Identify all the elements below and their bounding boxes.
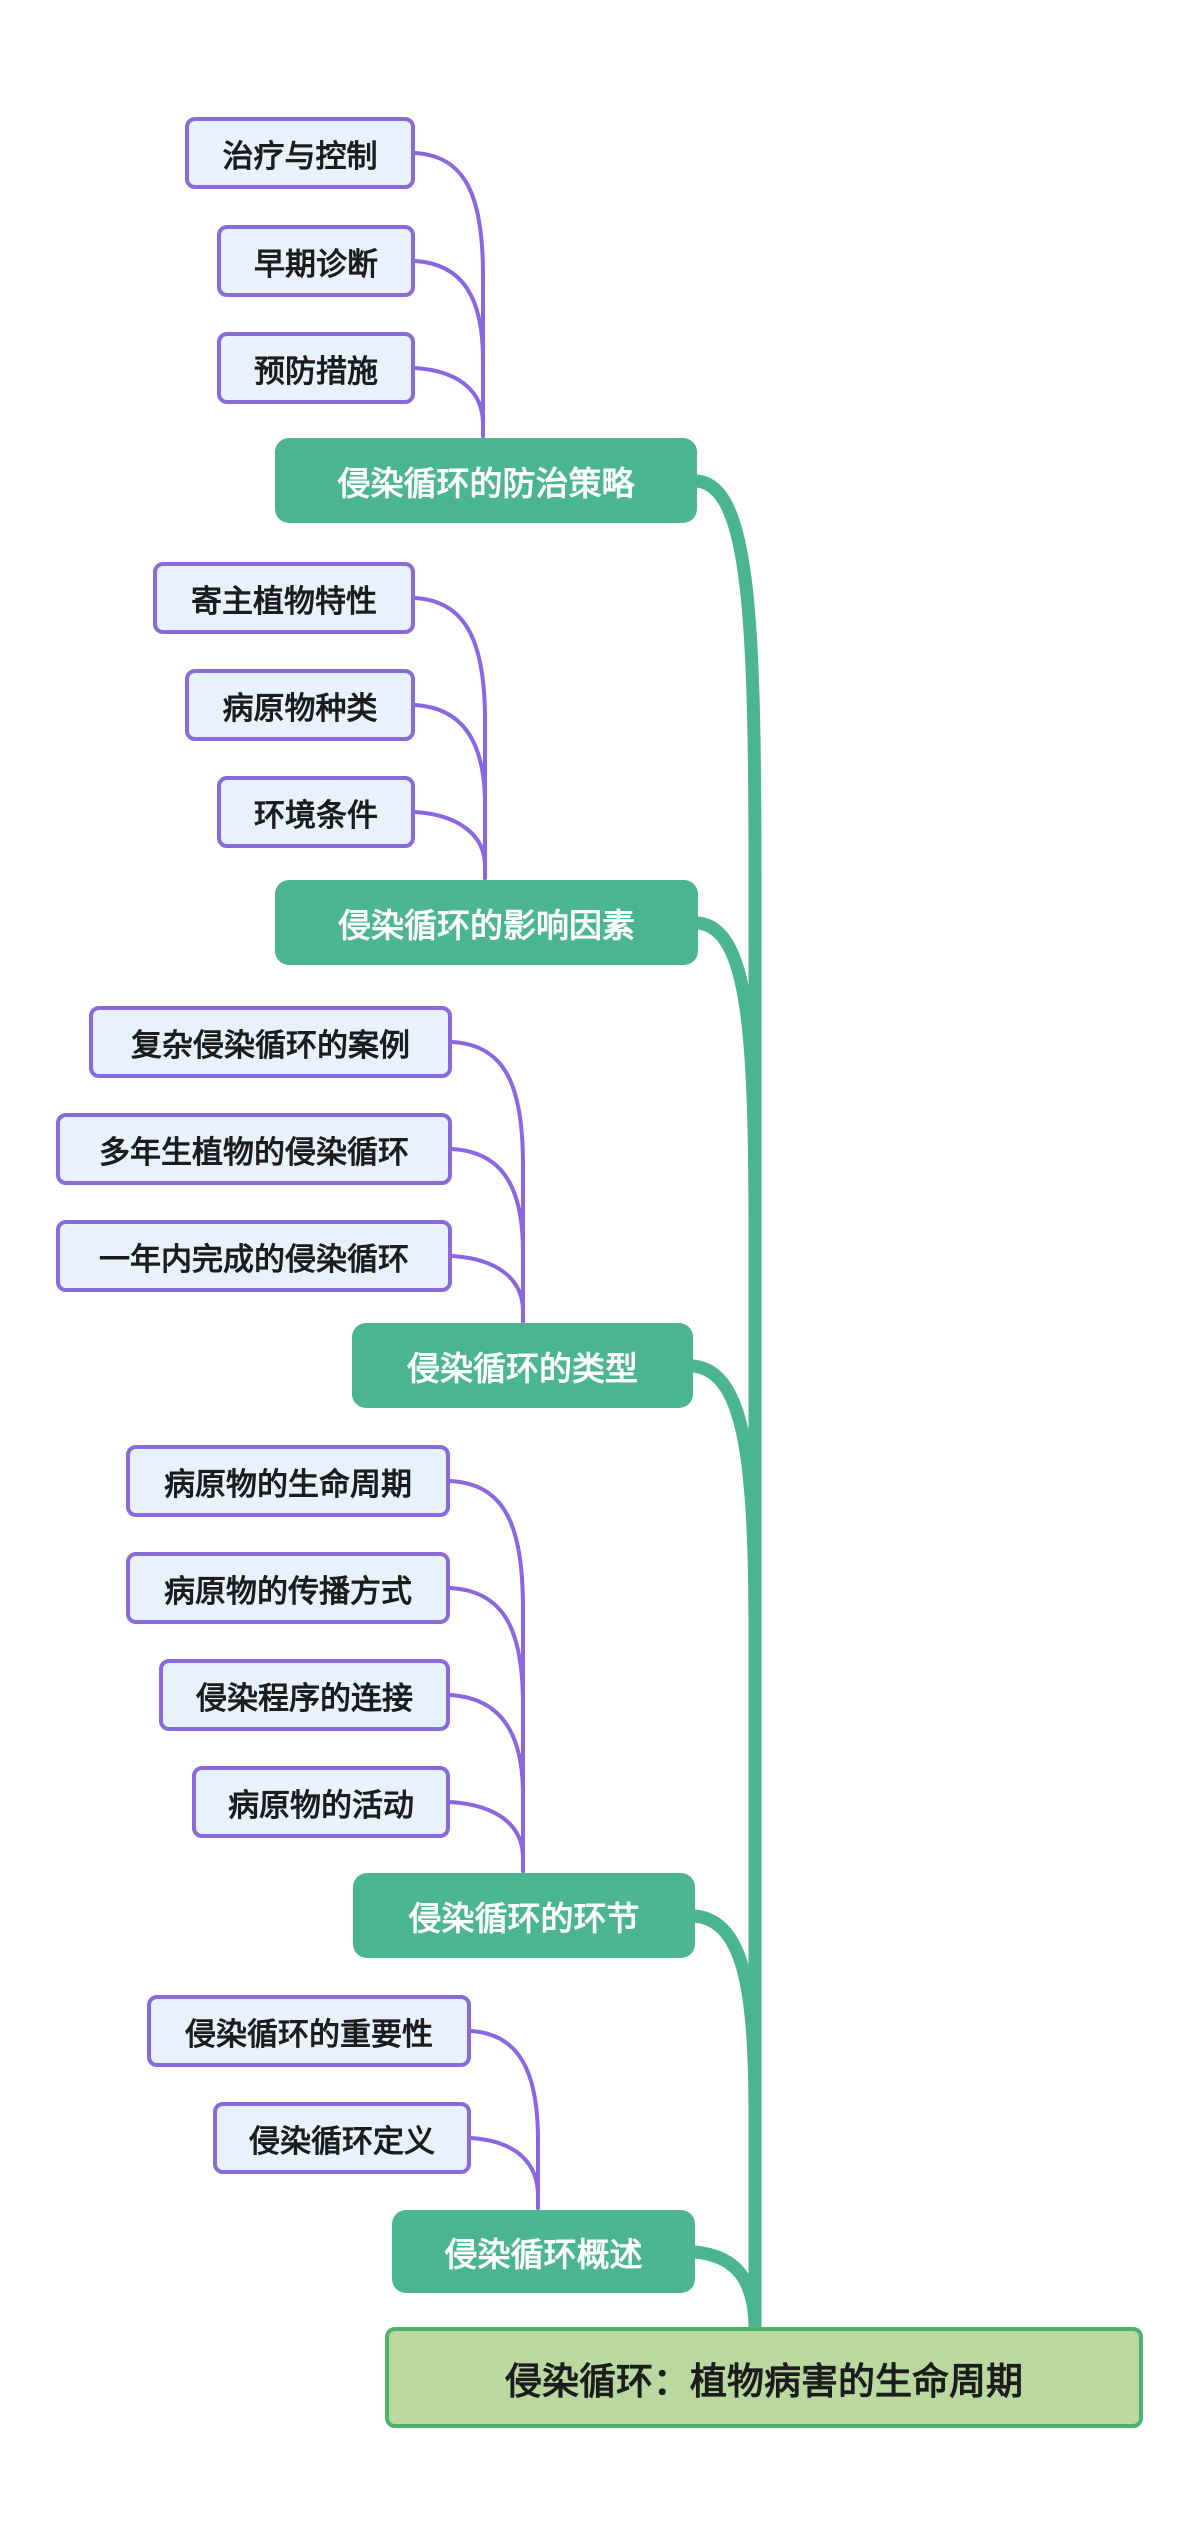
link-root-to-branch-types xyxy=(686,1359,762,2334)
branch-node-cycle-types[interactable]: 侵染循环的类型 xyxy=(352,1323,693,1408)
link-leaf-preventive-measures xyxy=(413,366,485,438)
link-leaf-cycle-definition xyxy=(469,2136,540,2210)
leaf-node-preventive-measures[interactable]: 预防措施 xyxy=(217,332,415,404)
branch-node-influencing-factors[interactable]: 侵染循环的影响因素 xyxy=(275,880,698,965)
leaf-node-complex-cycle-cases[interactable]: 复杂侵染循环的案例 xyxy=(89,1006,452,1078)
link-leaf-cycle-importance xyxy=(469,2029,540,2210)
leaf-node-perennial-plant-cycle[interactable]: 多年生植物的侵染循环 xyxy=(56,1113,452,1185)
leaf-node-environmental-conditions[interactable]: 环境条件 xyxy=(217,776,415,848)
leaf-node-one-year-cycle[interactable]: 一年内完成的侵染循环 xyxy=(56,1220,452,1292)
branch-node-cycle-stages[interactable]: 侵染循环的环节 xyxy=(353,1873,695,1958)
leaf-node-pathogen-transmission[interactable]: 病原物的传播方式 xyxy=(126,1552,450,1624)
link-leaf-perennial-plant-cycle xyxy=(450,1147,525,1323)
link-leaf-pathogen-activity xyxy=(448,1800,525,1873)
link-leaf-pathogen-types xyxy=(413,703,487,880)
link-root-to-branch-stages xyxy=(688,1909,762,2334)
root-node-infection-cycle[interactable]: 侵染循环：植物病害的生命周期 xyxy=(385,2327,1143,2428)
branch-node-prevention-strategies[interactable]: 侵染循环的防治策略 xyxy=(275,438,697,523)
leaf-node-cycle-importance[interactable]: 侵染循环的重要性 xyxy=(147,1995,471,2067)
leaf-node-early-diagnosis[interactable]: 早期诊断 xyxy=(217,225,415,297)
branch-node-cycle-overview[interactable]: 侵染循环概述 xyxy=(392,2210,695,2293)
link-leaf-pathogen-life-cycle xyxy=(448,1479,525,1873)
link-root-to-branch-overview xyxy=(688,2245,762,2333)
leaf-node-infection-process-connection[interactable]: 侵染程序的连接 xyxy=(159,1659,450,1731)
leaf-node-treatment-and-control[interactable]: 治疗与控制 xyxy=(185,117,415,189)
leaf-node-pathogen-activity[interactable]: 病原物的活动 xyxy=(192,1766,450,1838)
link-leaf-pathogen-transmission xyxy=(448,1586,525,1873)
link-leaf-treatment-control xyxy=(413,151,485,438)
leaf-node-host-plant-traits[interactable]: 寄主植物特性 xyxy=(153,562,415,634)
link-root-to-branch-factors xyxy=(691,916,762,2334)
link-root-to-branch-prevention xyxy=(690,474,762,2334)
link-leaf-host-plant-traits xyxy=(413,596,487,880)
link-leaf-early-diagnosis xyxy=(413,259,485,438)
leaf-node-pathogen-types[interactable]: 病原物种类 xyxy=(185,669,415,741)
link-leaf-infection-process-connection xyxy=(448,1693,525,1873)
link-leaf-complex-cycle-cases xyxy=(450,1040,525,1323)
leaf-node-cycle-definition[interactable]: 侵染循环定义 xyxy=(213,2102,471,2174)
link-leaf-environmental-conditions xyxy=(413,810,487,880)
link-leaf-one-year-cycle xyxy=(450,1254,525,1323)
leaf-node-pathogen-life-cycle[interactable]: 病原物的生命周期 xyxy=(126,1445,450,1517)
